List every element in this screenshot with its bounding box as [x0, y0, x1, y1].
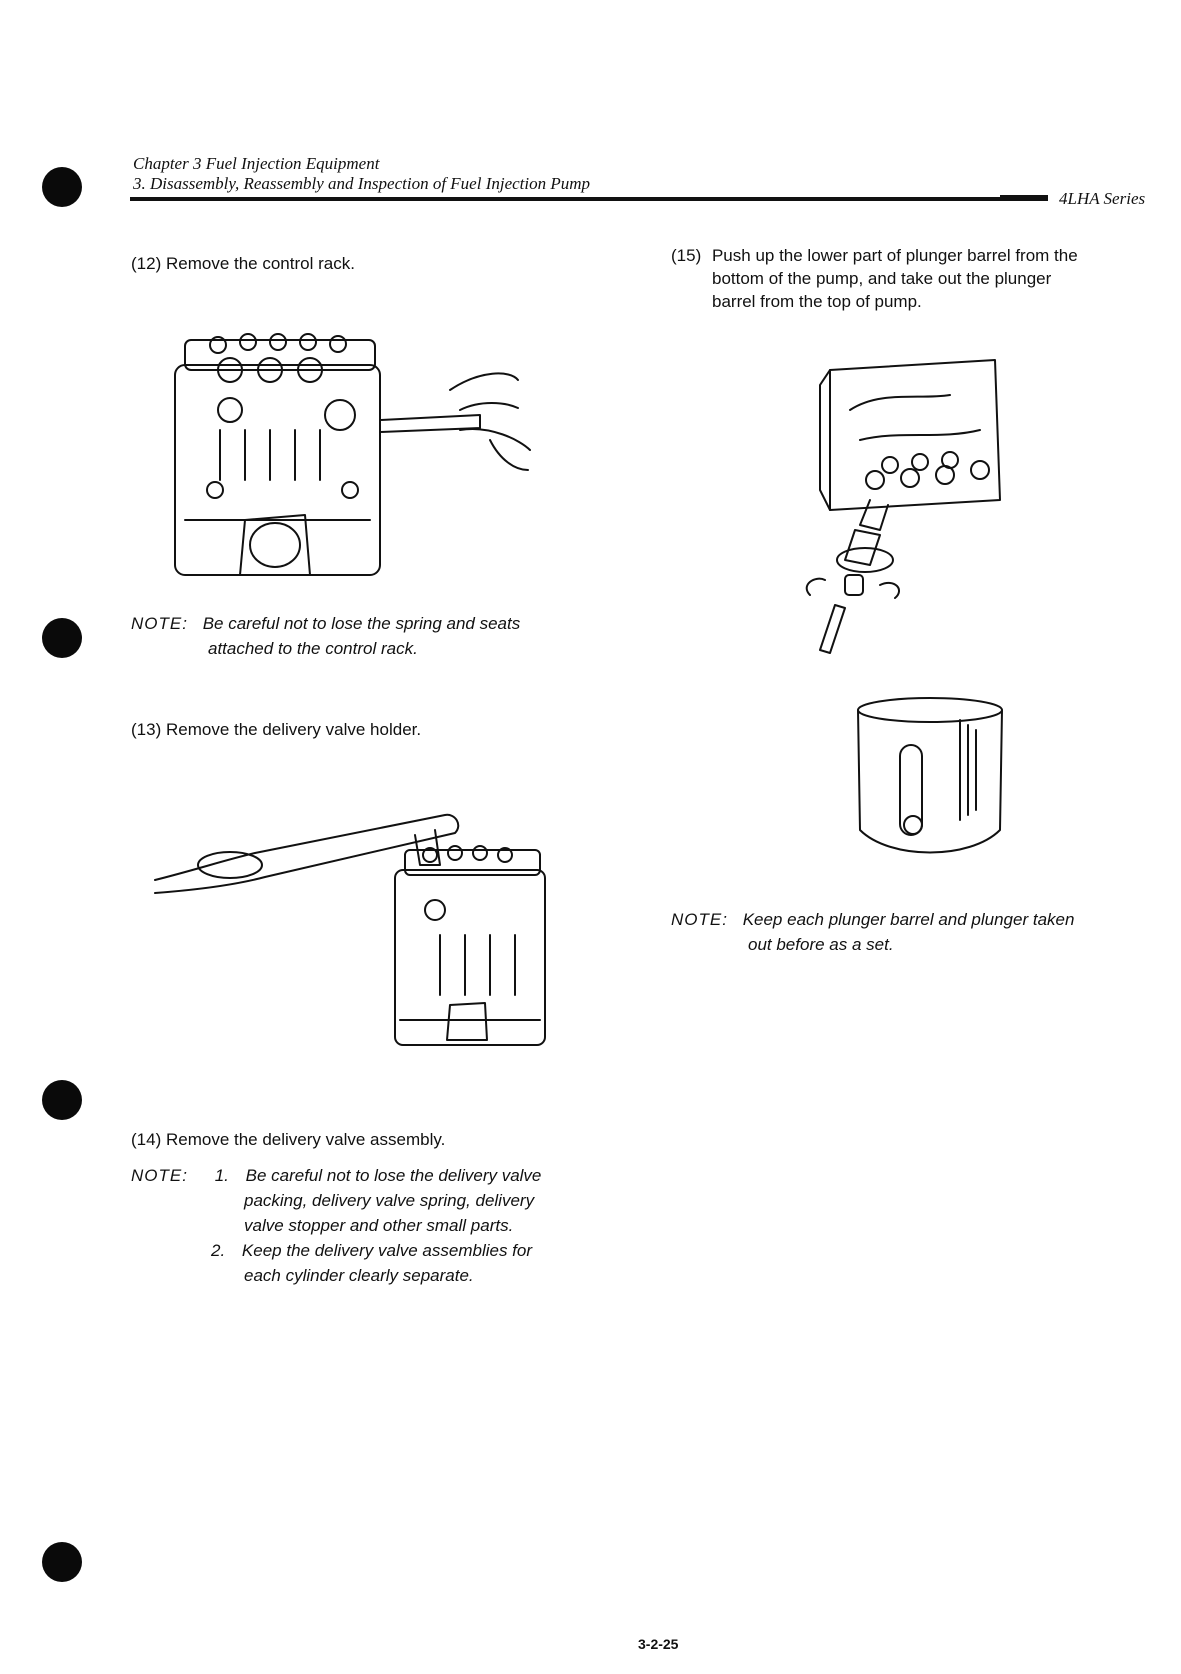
step-number: (12): [131, 254, 162, 273]
step-text: Remove the control rack.: [165, 254, 355, 273]
binder-hole: [42, 167, 82, 207]
plunger-barrel-removal-illustration: [805, 359, 1001, 654]
note-14: NOTE: 1. Be careful not to lose the deli…: [131, 1163, 631, 1288]
note-text: Be careful not to lose the spring and se…: [202, 614, 521, 633]
note-text: each cylinder clearly separate.: [244, 1266, 474, 1285]
note-item-number: 1.: [214, 1166, 229, 1185]
note-12: NOTE: Be careful not to lose the spring …: [131, 611, 611, 661]
note-text: Keep the delivery valve assemblies for: [241, 1241, 533, 1260]
note-text: Keep each plunger barrel and plunger tak…: [742, 910, 1075, 929]
step-text: Remove the delivery valve holder.: [165, 720, 422, 739]
note-item-number: 2.: [211, 1241, 226, 1260]
delivery-valve-holder-illustration: [154, 813, 546, 1046]
step-15: (15) Push up the lower part of plunger b…: [671, 244, 1171, 313]
note-label: NOTE:: [671, 910, 728, 929]
header-rule: [130, 197, 1048, 201]
plunger-barrel-illustration: [857, 697, 1003, 854]
note-text: valve stopper and other small parts.: [244, 1216, 514, 1235]
step-number: (15): [671, 246, 702, 265]
series-label: 4LHA Series: [1059, 189, 1146, 208]
step-text: barrel from the top of pump.: [712, 292, 922, 311]
step-number: (13): [131, 720, 162, 739]
note-label: NOTE:: [131, 1166, 188, 1185]
step-12: (12) Remove the control rack.: [131, 254, 355, 274]
step-text: bottom of the pump, and take out the plu…: [712, 269, 1052, 288]
binder-hole: [42, 618, 82, 658]
binder-hole: [42, 1542, 82, 1582]
step-14: (14) Remove the delivery valve assembly.: [131, 1130, 445, 1150]
binder-hole: [42, 1080, 82, 1120]
note-text: out before as a set.: [748, 935, 894, 954]
note-label: NOTE:: [131, 614, 188, 633]
note-text: packing, delivery valve spring, delivery: [244, 1191, 535, 1210]
step-13: (13) Remove the delivery valve holder.: [131, 720, 421, 740]
header-rule-thick: [1000, 195, 1048, 201]
section-title: 3. Disassembly, Reassembly and Inspectio…: [133, 174, 591, 193]
step-text: Push up the lower part of plunger barrel…: [711, 246, 1078, 265]
page-number: 3-2-25: [638, 1636, 679, 1652]
note-text: attached to the control rack.: [208, 639, 418, 658]
step-number: (14): [131, 1130, 162, 1149]
step-text: Remove the delivery valve assembly.: [165, 1130, 446, 1149]
note-text: Be careful not to lose the delivery valv…: [245, 1166, 542, 1185]
control-rack-illustration: [174, 333, 531, 576]
chapter-title: Chapter 3 Fuel Injection Equipment: [133, 154, 380, 173]
note-15: NOTE: Keep each plunger barrel and plung…: [671, 907, 1171, 957]
